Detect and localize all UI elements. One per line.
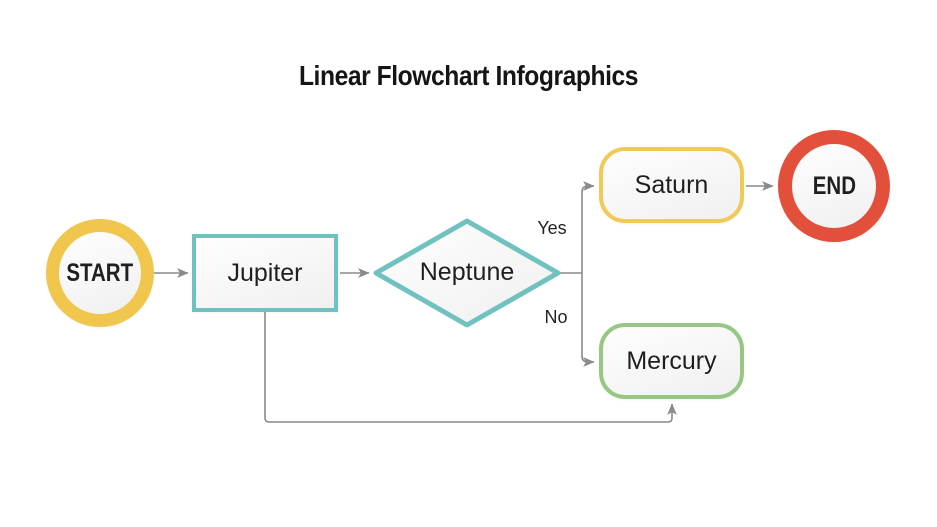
edge-label-yes: Yes [537, 218, 567, 238]
node-mercury: Mercury [599, 323, 744, 399]
node-jupiter-label: Jupiter [227, 258, 303, 287]
edge-neptune-branch-yes [558, 186, 594, 274]
page-title: Linear Flowchart Infographics [298, 59, 639, 91]
node-saturn: Saturn [599, 147, 744, 223]
node-end: END [778, 130, 890, 242]
edge-jupiter-mercury-feedback [264, 312, 677, 423]
node-end-label: END [812, 171, 856, 200]
node-saturn-label: Saturn [634, 170, 709, 199]
node-jupiter: Jupiter [192, 234, 338, 312]
node-start: START [46, 219, 154, 327]
node-mercury-label: Mercury [626, 346, 717, 375]
edge-neptune-branch-no [581, 273, 595, 367]
node-neptune-label: Neptune [419, 258, 515, 286]
node-start-label: START [66, 258, 134, 287]
edge-label-no: No [544, 307, 568, 327]
decision-diamond-shape [373, 218, 561, 328]
